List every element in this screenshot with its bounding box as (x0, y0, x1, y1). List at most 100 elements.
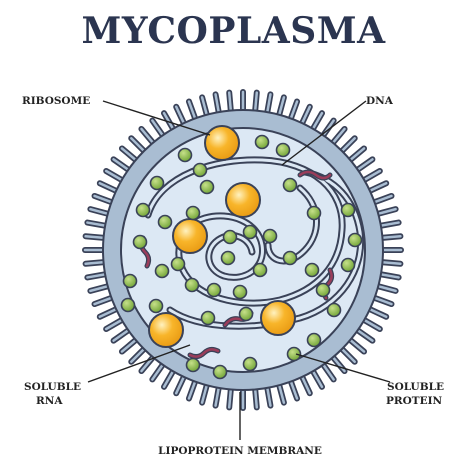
soluble-protein (306, 205, 322, 221)
membrane-spike (366, 307, 388, 319)
label-soluble-protein-line2: PROTEIN (386, 395, 442, 407)
soluble-protein (170, 256, 186, 272)
membrane-spike (104, 317, 125, 331)
membrane-spike (320, 119, 335, 139)
soluble-protein (340, 257, 356, 273)
membrane-spike (300, 373, 312, 395)
membrane-spike (310, 368, 324, 389)
soluble-protein (120, 297, 136, 313)
label-soluble-protein-line1: SOLUBLE (387, 381, 444, 393)
soluble-protein (154, 263, 170, 279)
membrane-spike (130, 346, 147, 363)
membrane-spike (265, 93, 272, 116)
soluble-protein (252, 262, 268, 278)
membrane-spike (361, 317, 382, 331)
membrane-spike (310, 111, 324, 132)
membrane-spike (130, 137, 147, 154)
membrane-spike (162, 368, 176, 389)
soluble-protein (262, 228, 278, 244)
label-soluble-rna-line2: RNA (36, 395, 63, 407)
membrane-spike (371, 295, 393, 306)
membrane-spike (140, 127, 156, 146)
membrane-spike (375, 207, 397, 216)
ribosome (148, 312, 184, 348)
soluble-protein (304, 262, 320, 278)
membrane-spike (86, 272, 109, 279)
soluble-protein (282, 177, 298, 193)
soluble-protein (206, 282, 222, 298)
membrane-spike (347, 147, 366, 163)
soluble-protein (347, 232, 363, 248)
soluble-protein (242, 356, 258, 372)
label-lipoprotein-membrane: LIPOPROTEIN MEMBRANE (158, 445, 322, 457)
membrane-spike (300, 105, 312, 127)
membrane-spike (98, 181, 120, 193)
membrane-spike (375, 284, 397, 293)
membrane-spike (93, 295, 115, 306)
membrane-spike (89, 284, 111, 293)
ribosome (172, 218, 208, 254)
soluble-protein (275, 142, 291, 158)
soluble-protein (232, 284, 248, 300)
soluble-protein (340, 202, 356, 218)
membrane-spike (288, 100, 299, 122)
label-ribosome: RIBOSOME (22, 95, 90, 107)
soluble-protein (135, 202, 151, 218)
membrane-spike (214, 93, 221, 116)
label-dna: DNA (366, 95, 394, 107)
membrane-spike (86, 221, 109, 228)
membrane-spike (354, 327, 374, 342)
membrane-spike (84, 234, 107, 240)
soluble-protein (282, 250, 298, 266)
membrane-spike (277, 382, 286, 404)
ribosome (204, 125, 240, 161)
membrane-spike (253, 386, 259, 409)
ribosome (225, 182, 261, 218)
soluble-protein (199, 179, 215, 195)
membrane-spike (112, 327, 132, 342)
membrane-spike (227, 386, 233, 409)
membrane-spike (187, 378, 198, 400)
membrane-spike (174, 105, 186, 127)
soluble-protein (326, 302, 342, 318)
membrane-spike (361, 169, 382, 183)
soluble-protein (148, 298, 164, 314)
membrane-spike (320, 361, 335, 381)
membrane-spike (265, 384, 272, 407)
soluble-protein (286, 346, 302, 362)
soluble-protein (185, 357, 201, 373)
membrane-spike (120, 147, 139, 163)
membrane-spike (93, 194, 115, 205)
leader-lines (87, 100, 391, 440)
membrane-spike (174, 373, 186, 395)
soluble-protein (212, 364, 228, 380)
membrane-spike (112, 158, 132, 173)
membrane-spike (379, 234, 402, 240)
membrane-spike (354, 158, 374, 173)
membrane-spike (227, 91, 233, 114)
membrane-spike (366, 181, 388, 193)
membrane-spike (339, 346, 356, 363)
soluble-protein (200, 310, 216, 326)
ribosome (260, 300, 296, 336)
label-soluble-rna-line1: SOLUBLE (24, 381, 81, 393)
membrane-spike (151, 119, 166, 139)
soluble-proteins (120, 134, 363, 380)
soluble-protein (184, 277, 200, 293)
membrane-spike (200, 382, 209, 404)
membrane-spike (104, 169, 125, 183)
membrane-spike (89, 207, 111, 216)
membrane-spikes (82, 89, 404, 411)
membrane-spike (339, 137, 356, 154)
membrane-spike (200, 96, 209, 118)
membrane-spike (288, 378, 299, 400)
soluble-protein (315, 282, 331, 298)
membrane-spike (377, 221, 400, 228)
membrane-spike (379, 260, 402, 266)
soluble-protein (122, 273, 138, 289)
membrane-spike (214, 384, 221, 407)
diagram-title: MYCOPLASMA (81, 10, 386, 52)
membrane-spike (151, 361, 166, 381)
membrane-spike (253, 91, 259, 114)
